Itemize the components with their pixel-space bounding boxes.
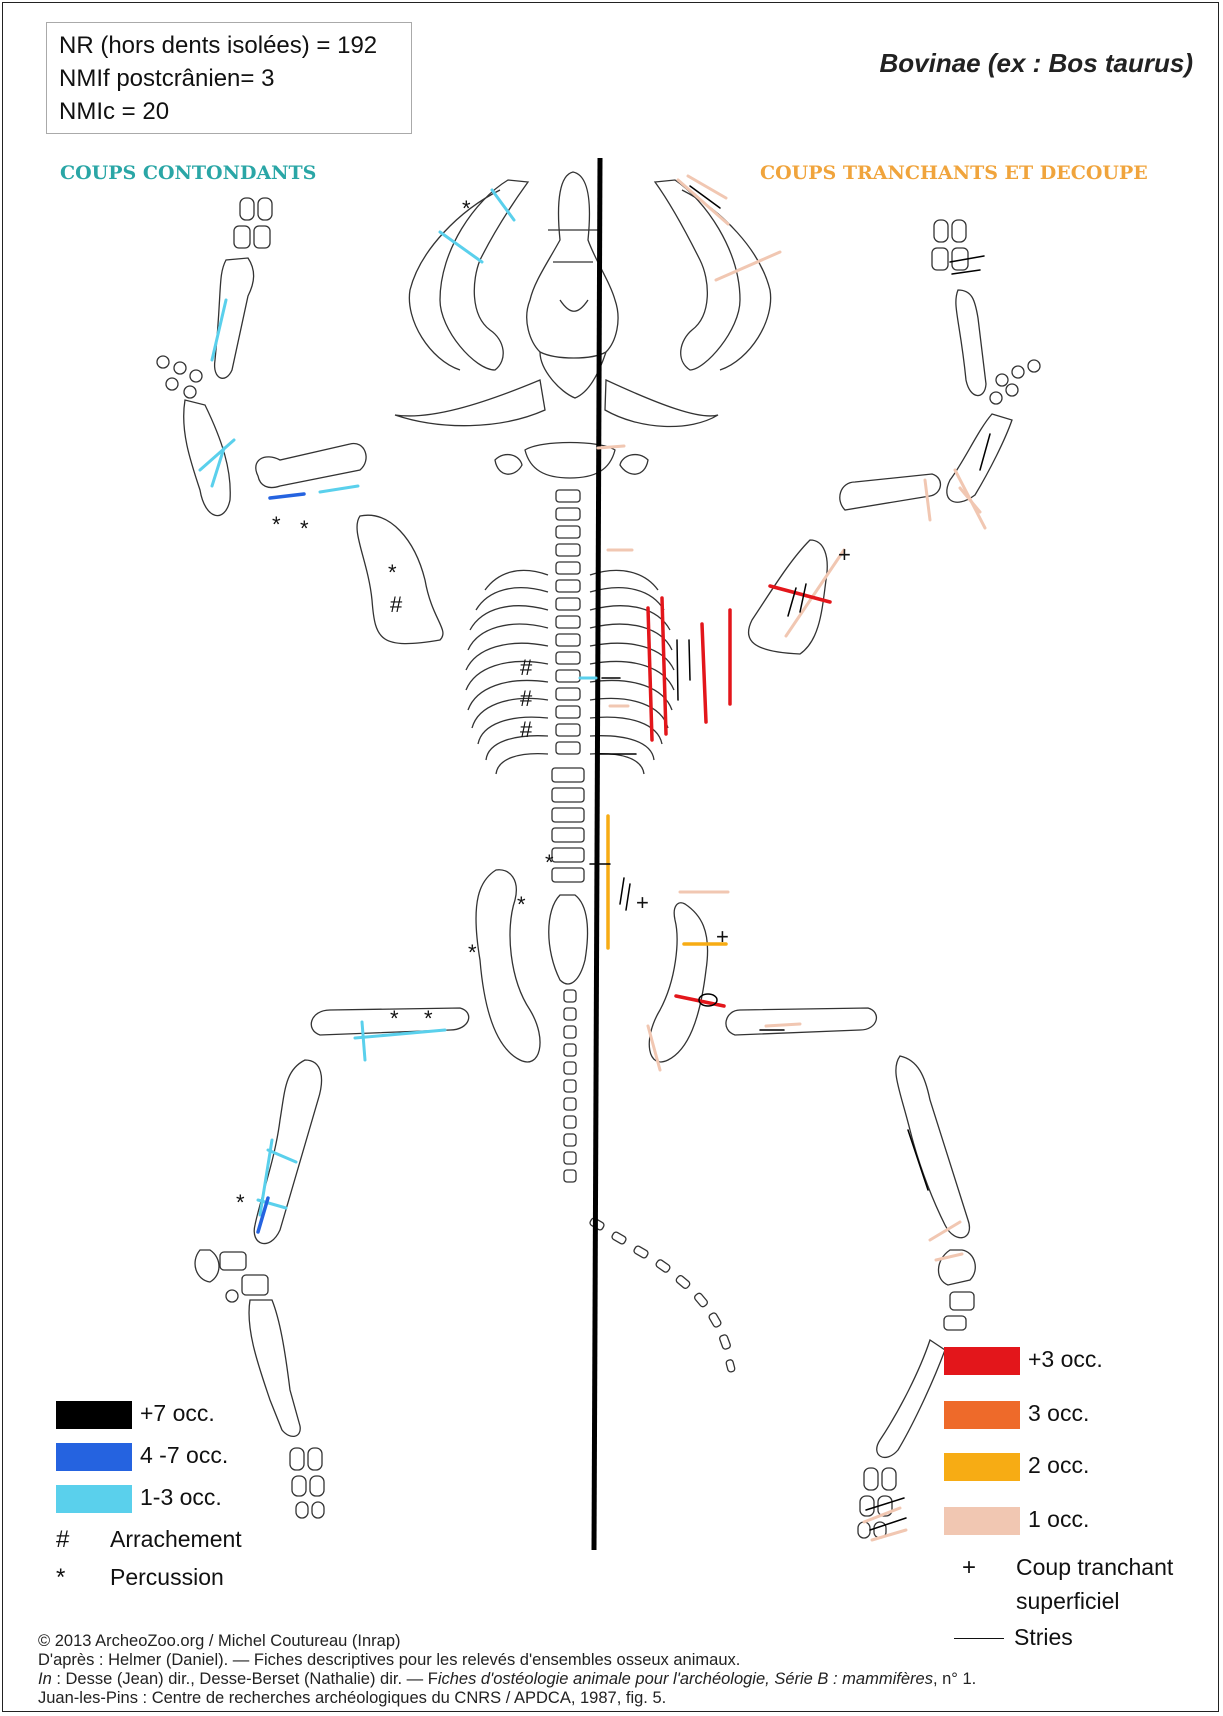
legend-right-plus-cont: superficiel	[1016, 1588, 1120, 1615]
marks-contondants-4-7	[258, 494, 304, 1232]
mark-star-femur-2: *	[424, 1006, 433, 1031]
legend-symbol-arrachement: #Arrachement	[56, 1526, 242, 1554]
pelvis-left	[476, 870, 540, 1062]
legend-right-plus: +Coup tranchant	[962, 1554, 1173, 1582]
hindlimb-right	[726, 1008, 975, 1538]
legend-swatch-blue	[56, 1443, 132, 1471]
legend-left-item-3: 1-3 occ.	[56, 1484, 222, 1513]
forelimb-left	[157, 198, 443, 644]
legend-label: Arrachement	[110, 1526, 242, 1552]
horn-left	[395, 380, 545, 426]
legend-label: +3 occ.	[1028, 1346, 1103, 1372]
horn-right	[605, 380, 718, 426]
legend-symbol: *	[56, 1564, 110, 1592]
legend-label: 2 occ.	[1028, 1452, 1089, 1478]
skull	[527, 172, 618, 398]
legend-label: Stries	[1014, 1624, 1073, 1650]
legend-symbol: #	[56, 1526, 110, 1554]
atlas-wing-left	[495, 455, 522, 475]
mark-hash-rib-1: #	[520, 655, 533, 680]
legend-symbol-percussion: *Percussion	[56, 1564, 224, 1592]
marks-tranchants-3plus	[648, 586, 830, 1006]
mark-star-lumbar: *	[545, 850, 554, 875]
legend-symbol: +	[962, 1554, 1016, 1582]
mark-plus-pelvis: +	[716, 924, 729, 949]
mandible-left	[440, 180, 528, 370]
symbol-marks: * * * * # # # # * * * * * * + + +	[236, 196, 851, 1215]
legend-right-item-4: 1 occ.	[944, 1506, 1089, 1535]
credit-line-3: In : Desse (Jean) dir., Desse-Berset (Na…	[38, 1670, 976, 1689]
mark-star-tibia: *	[236, 1190, 245, 1215]
legend-swatch-orange	[944, 1401, 1020, 1429]
mark-star-pelvis-2: *	[468, 940, 477, 965]
mandible-left-outer	[409, 190, 500, 370]
mark-plus-scapula: +	[838, 542, 851, 567]
credit-line-4: Juan-les-Pins : Centre de recherches arc…	[38, 1689, 976, 1708]
legend-right-item-2: 3 occ.	[944, 1400, 1089, 1429]
legend-swatch-red	[944, 1347, 1020, 1375]
legend-swatch-lightblue	[56, 1485, 132, 1513]
legend-label: +7 occ.	[140, 1400, 215, 1426]
legend-left-item-2: 4 -7 occ.	[56, 1442, 228, 1471]
central-divider	[594, 158, 600, 1550]
mark-hash-scapula: #	[390, 592, 403, 617]
ribs-left	[466, 570, 548, 774]
pelvis-right	[649, 903, 707, 1062]
credit-line-2: D'après : Helmer (Daniel). — Fiches desc…	[38, 1651, 976, 1670]
credit-line-1: © 2013 ArcheoZoo.org / Michel Coutureau …	[38, 1632, 976, 1651]
legend-label: superficiel	[1016, 1588, 1120, 1614]
marks-tranchants-2	[608, 816, 726, 948]
credit-block: © 2013 ArcheoZoo.org / Michel Coutureau …	[38, 1632, 976, 1708]
legend-label: Coup tranchant	[1016, 1554, 1173, 1580]
mandible-right-outer	[682, 190, 771, 370]
mark-hash-rib-3: #	[520, 717, 533, 742]
mark-star-pelvis-1: *	[517, 892, 526, 917]
mark-star-femur-1: *	[390, 1006, 399, 1031]
legend-label: Percussion	[110, 1564, 224, 1590]
scapula-left	[357, 515, 443, 643]
credit-in: In	[38, 1670, 52, 1688]
mark-star-radius-2: *	[300, 516, 309, 541]
hindlimb-left	[195, 1008, 469, 1518]
mark-hash-rib-2: #	[520, 686, 533, 711]
legend-right-item-1: +3 occ.	[944, 1346, 1103, 1375]
mark-star-scapula: *	[388, 560, 397, 585]
legend-swatch-pink	[944, 1507, 1020, 1535]
legend-left-item-1: +7 occ.	[56, 1400, 215, 1429]
atlas-wing-right	[620, 455, 648, 475]
mark-star-mandible: *	[462, 196, 471, 221]
legend-label: 3 occ.	[1028, 1400, 1089, 1426]
legend-label: 4 -7 occ.	[140, 1442, 228, 1468]
marks-contondants	[200, 190, 596, 1215]
legend-right-item-3: 2 occ.	[944, 1452, 1089, 1481]
marks-tranchants-1	[598, 176, 985, 1540]
mark-star-radius-1: *	[272, 512, 281, 537]
legend-label: 1-3 occ.	[140, 1484, 222, 1510]
credit-authors: : Desse (Jean) dir., Desse-Berset (Natha…	[52, 1670, 438, 1688]
mark-plus-lumbar: +	[636, 890, 649, 915]
legend-label: 1 occ.	[1028, 1506, 1089, 1532]
marks-stries	[590, 186, 990, 1530]
legend-swatch-yellow	[944, 1453, 1020, 1481]
tail	[589, 1217, 735, 1373]
vertebral-column	[549, 490, 588, 1182]
skull-detail	[540, 230, 606, 358]
legend-swatch-black	[56, 1401, 132, 1429]
forelimb-right	[748, 220, 1040, 654]
credit-series-title: iches d'ostéologie animale pour l'archéo…	[438, 1670, 933, 1688]
credit-number: , n° 1.	[933, 1670, 976, 1688]
